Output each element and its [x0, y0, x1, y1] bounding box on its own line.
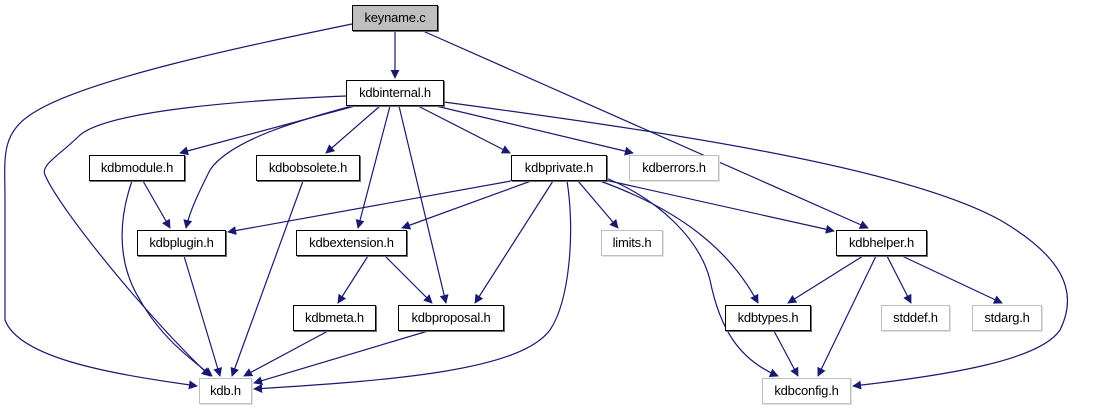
node-kdbplugin-h[interactable]: kdbplugin.h	[137, 230, 226, 256]
node-kdbmeta-h[interactable]: kdbmeta.h	[293, 305, 376, 331]
edge-kdbtypes-h-to-kdbconfig-h	[773, 330, 799, 377]
edge-kdbobsolete-h-to-kdb-h	[230, 180, 304, 377]
node-kdbmodule-h[interactable]: kdbmodule.h	[89, 155, 185, 181]
node-label: kdbinternal.h	[359, 85, 431, 100]
edge-kdbinternal-h-to-kdbplugin-h	[183, 105, 353, 229]
node-kdbconfig-h: kdbconfig.h	[762, 378, 851, 404]
edge-kdbhelper-h-to-stdarg-h	[901, 255, 1003, 304]
edge-kdbinternal-h-to-kdb-h	[43, 95, 347, 377]
node-label: kdbextension.h	[309, 235, 394, 250]
node-label: kdbhelper.h	[848, 235, 915, 250]
edge-kdbinternal-h-to-kdbprivate-h	[417, 105, 511, 154]
edge-kdbprivate-h-to-kdbtypes-h	[599, 180, 759, 304]
node-stdarg-h: stdarg.h	[972, 305, 1042, 331]
node-kdberrors-h: kdberrors.h	[629, 155, 719, 181]
node-kdbextension-h[interactable]: kdbextension.h	[296, 230, 407, 256]
edge-kdbprivate-h-to-kdb-h	[253, 180, 572, 393]
node-limits-h: limits.h	[601, 230, 663, 256]
edge-kdbinternal-h-to-kdbconfig-h	[443, 101, 1069, 390]
edge-kdbprivate-h-to-kdbextension-h	[401, 180, 532, 230]
edge-kdbhelper-h-to-kdbconfig-h	[817, 255, 877, 377]
node-label: kdbprivate.h	[524, 160, 594, 175]
edge-kdbproposal-h-to-kdb-h	[253, 330, 429, 385]
edge-kdbextension-h-to-kdbproposal-h	[384, 255, 433, 304]
edge-kdbprivate-h-to-kdbproposal-h	[474, 180, 554, 304]
node-label: kdbtypes.h	[737, 310, 799, 325]
edge-kdbinternal-h-to-kdbproposal-h	[398, 105, 449, 304]
edge-keyname-c-to-kdb-h	[4, 23, 353, 390]
edge-kdbprivate-h-to-kdbconfig-h	[605, 177, 779, 377]
node-kdbobsolete-h[interactable]: kdbobsolete.h	[256, 155, 360, 181]
node-kdbtypes-h[interactable]: kdbtypes.h	[725, 305, 811, 331]
node-label: kdb.h	[210, 383, 241, 398]
node-label: kdbmeta.h	[305, 310, 364, 325]
edge-kdbplugin-h-to-kdb-h	[183, 255, 222, 377]
edge-kdbextension-h-to-kdbmeta-h	[337, 255, 369, 304]
node-label: kdbobsolete.h	[268, 160, 348, 175]
edge-kdbprivate-h-to-kdbhelper-h	[604, 179, 835, 234]
node-kdbhelper-h[interactable]: kdbhelper.h	[836, 230, 927, 256]
edge-kdbprivate-h-to-limits-h	[577, 180, 619, 229]
node-keyname-c: keyname.c	[352, 5, 438, 31]
edge-kdbprivate-h-to-kdbplugin-h	[227, 180, 512, 235]
edge-kdbhelper-h-to-kdbtypes-h	[787, 255, 864, 304]
edge-kdbmodule-h-to-kdb-h	[121, 180, 213, 377]
edge-kdbinternal-h-to-kdbobsolete-h	[325, 105, 381, 154]
node-label: kdbmodule.h	[100, 160, 174, 175]
node-kdb-h: kdb.h	[199, 378, 252, 404]
edge-kdbmodule-h-to-kdbplugin-h	[142, 180, 171, 229]
node-label: stddef.h	[893, 310, 938, 325]
edge-kdbinternal-h-to-kdbextension-h	[355, 105, 391, 229]
node-stddef-h: stddef.h	[881, 305, 950, 331]
node-kdbinternal-h[interactable]: kdbinternal.h	[346, 80, 444, 106]
edge-keyname-c-to-kdbhelper-h	[422, 30, 869, 229]
node-label: kdbplugin.h	[149, 235, 214, 250]
edge-kdbinternal-h-to-kdberrors-h	[435, 105, 634, 156]
node-label: kdbproposal.h	[411, 310, 491, 325]
node-kdbprivate-h[interactable]: kdbprivate.h	[511, 155, 607, 181]
node-kdbproposal-h[interactable]: kdbproposal.h	[398, 305, 504, 331]
node-label: keyname.c	[364, 10, 426, 25]
node-label: kdbconfig.h	[774, 383, 839, 398]
node-label: kdberrors.h	[642, 160, 706, 175]
node-label: stdarg.h	[984, 310, 1030, 325]
edge-kdbhelper-h-to-stddef-h	[886, 255, 912, 304]
edge-kdbmeta-h-to-kdb-h	[243, 330, 329, 377]
node-label: limits.h	[612, 235, 652, 250]
